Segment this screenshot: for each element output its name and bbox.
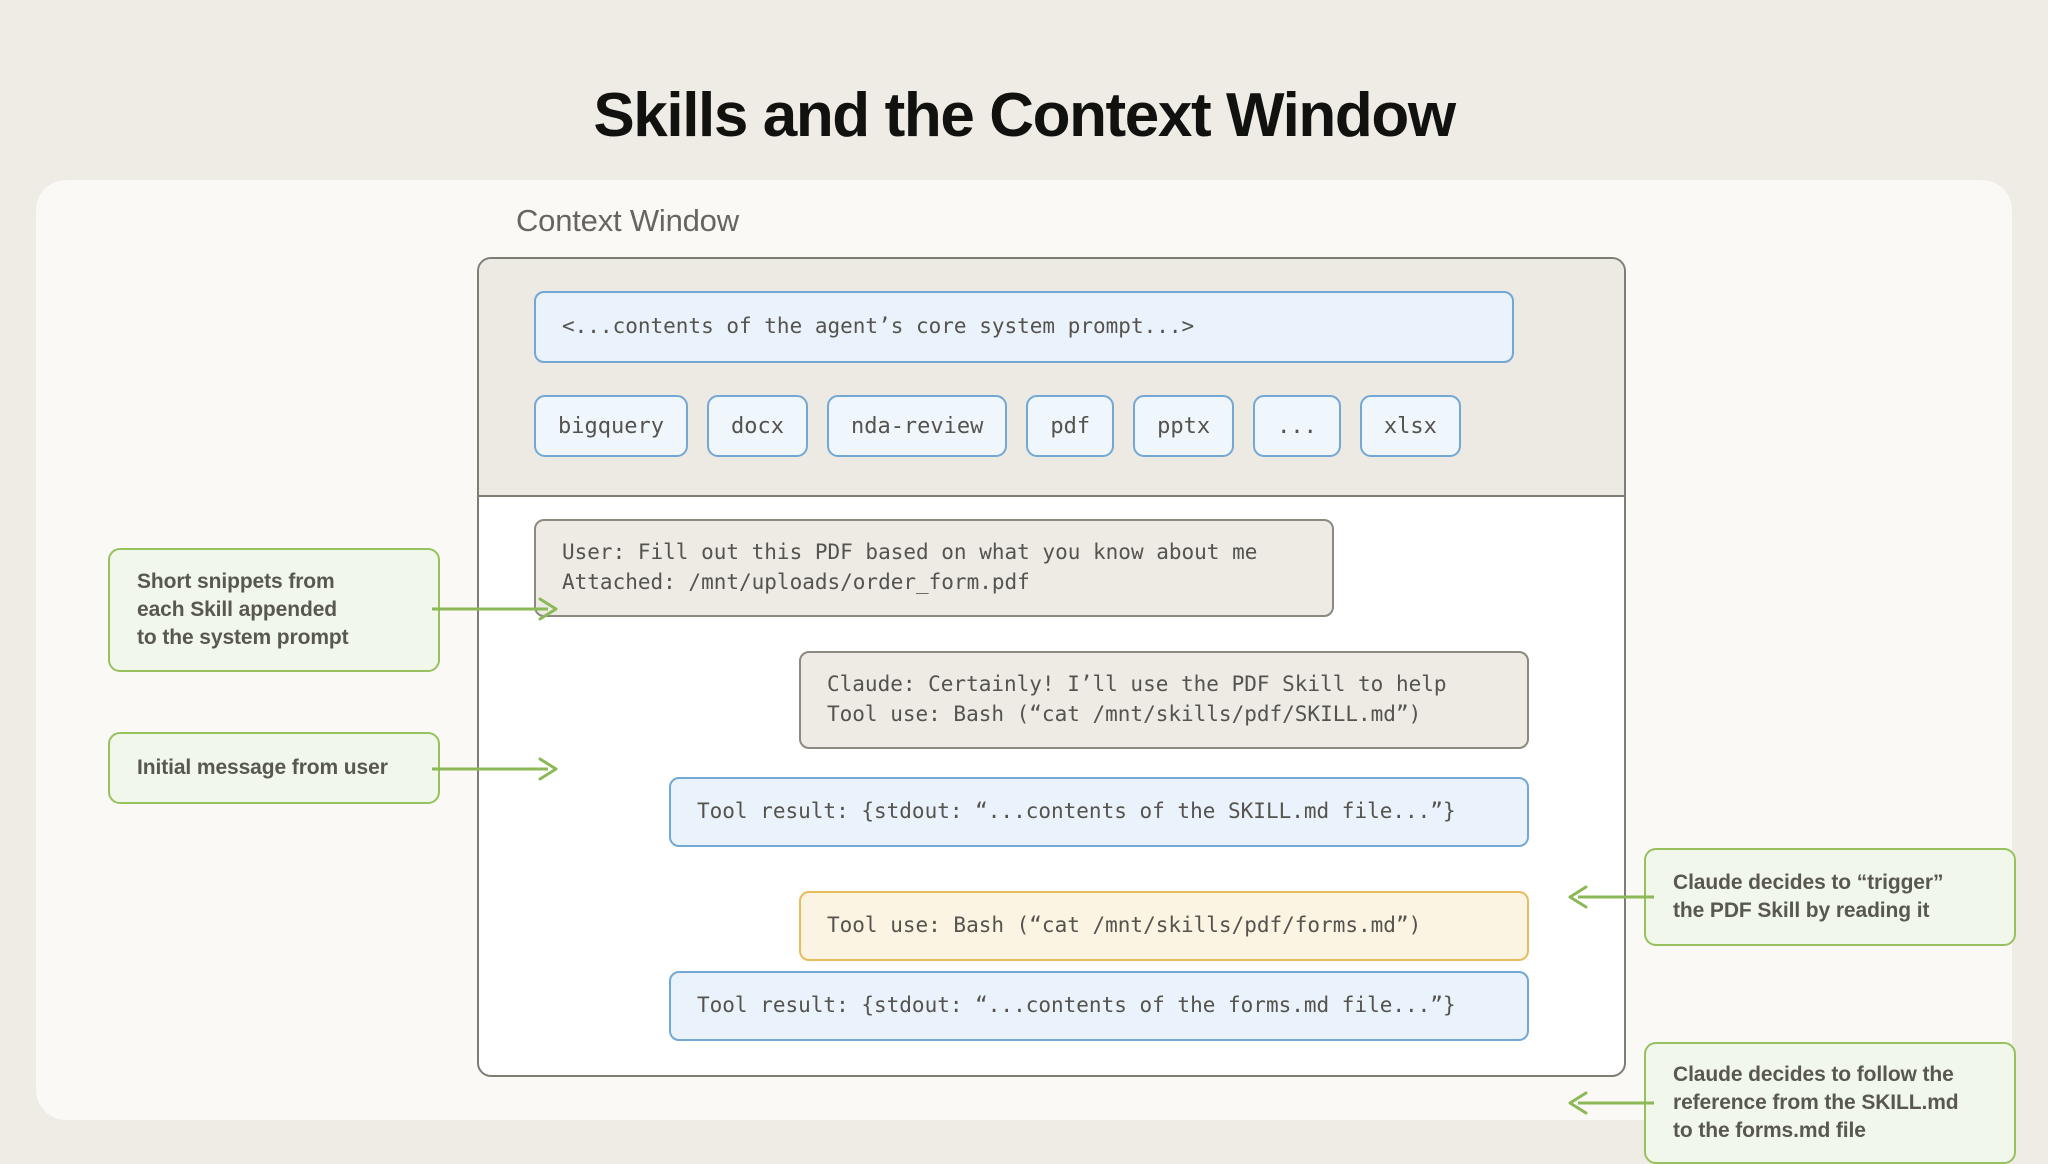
annotation-trigger-skill: Claude decides to “trigger”the PDF Skill… (1644, 848, 2016, 946)
skill-chip-pptx[interactable]: pptx (1133, 395, 1235, 457)
arrow-left-icon-follow (1568, 1091, 1654, 1115)
claude-reply-text: Claude: Certainly! I’ll use the PDF Skil… (827, 672, 1447, 726)
skill-chip-xlsx[interactable]: xlsx (1359, 395, 1461, 457)
annotation-initial-message-text: Initial message from user (137, 756, 388, 780)
claude-reply-bubble: Claude: Certainly! I’ll use the PDF Skil… (799, 651, 1529, 749)
tool-result-skill-md-bubble: Tool result: {stdout: “...contents of th… (669, 777, 1529, 847)
tool-result-skill-md-text: Tool result: {stdout: “...contents of th… (697, 799, 1456, 824)
skill-chip-row: bigquery docx nda-review pdf pptx ... xl… (534, 395, 1461, 457)
page-title: Skills and the Context Window (593, 80, 1456, 150)
skill-chip-pdf[interactable]: pdf (1026, 395, 1115, 457)
system-prompt-bubble: <...contents of the agent’s core system … (534, 291, 1514, 363)
diagram-card: Context Window <...contents of the agent… (36, 180, 2016, 1164)
skill-chip-bigquery[interactable]: bigquery (534, 395, 688, 457)
tool-result-forms-md-bubble: Tool result: {stdout: “...contents of th… (669, 971, 1529, 1041)
context-window-label: Context Window (516, 203, 739, 238)
annotation-initial-message: Initial message from user (108, 732, 440, 804)
system-prompt-text: <...contents of the agent’s core system … (562, 314, 1195, 339)
skill-chip-more[interactable]: ... (1253, 395, 1341, 457)
user-message-text: User: Fill out this PDF based on what yo… (562, 540, 1258, 594)
tool-use-forms-md-text: Tool use: Bash (“cat /mnt/skills/pdf/for… (827, 913, 1422, 938)
skill-chip-docx[interactable]: docx (706, 395, 808, 457)
tool-use-forms-md-bubble: Tool use: Bash (“cat /mnt/skills/pdf/for… (799, 891, 1529, 961)
tool-result-forms-md-text: Tool result: {stdout: “...contents of th… (697, 993, 1456, 1018)
user-message-bubble: User: Fill out this PDF based on what yo… (534, 519, 1334, 617)
skill-chip-nda-review[interactable]: nda-review (826, 395, 1008, 457)
annotation-trigger-skill-text: Claude decides to “trigger”the PDF Skill… (1673, 871, 1944, 922)
context-window-frame: <...contents of the agent’s core system … (477, 257, 1626, 1077)
